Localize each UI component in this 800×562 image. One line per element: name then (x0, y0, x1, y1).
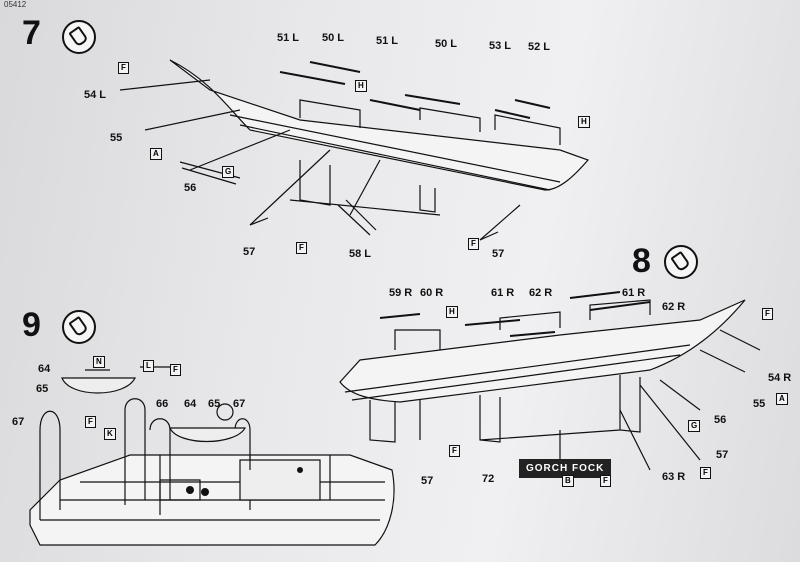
ship-hull-step7 (169, 59, 590, 191)
sprue-tag-h: H (446, 306, 458, 318)
part-label: 56 (184, 182, 197, 194)
sprue-tag-f: F (700, 467, 711, 479)
part-label: 57 (243, 246, 256, 258)
part-label: 64 (184, 398, 197, 410)
sprue-tag-f: F (600, 475, 611, 487)
glue-icon (62, 20, 96, 54)
part-label: 56 (714, 414, 727, 426)
sprue-tag-h: H (355, 80, 367, 92)
part-label: 63 R (662, 471, 686, 483)
sprue-tag-l: L (143, 360, 154, 372)
ship-stand-step8 (369, 375, 641, 443)
sprue-tag-g: G (222, 166, 235, 178)
part-label: 62 R (662, 301, 686, 313)
sprue-tag-n: N (93, 356, 105, 368)
sprue-tag-a: A (150, 148, 162, 160)
part-label: 59 R (389, 287, 413, 299)
part-label: 51 L (376, 35, 399, 47)
part-label: 52 L (528, 41, 551, 53)
part-label: 65 (208, 398, 221, 410)
part-label: 50 L (435, 38, 458, 50)
sprue-tag-f: F (170, 364, 181, 376)
glue-icon (62, 310, 96, 344)
part-label: 65 (36, 383, 49, 395)
sprue-tag-f: F (118, 62, 129, 74)
sprue-tag-b: B (562, 475, 574, 487)
part-label: 67 (12, 416, 25, 428)
part-label: 55 (753, 398, 766, 410)
sprue-tag-f: F (449, 445, 460, 457)
sprue-tag-a: A (776, 393, 788, 405)
part-label: 54 R (768, 372, 792, 384)
ship-hull-step8 (339, 299, 746, 403)
lifeboat-lower (169, 427, 247, 443)
part-label: 57 (716, 449, 729, 461)
sprue-tag-f: F (762, 308, 773, 320)
part-label: 55 (110, 132, 123, 144)
step-number-9: 9 (22, 306, 41, 344)
part-label: 64 (38, 363, 51, 375)
part-label: 72 (482, 473, 495, 485)
lifeboat-upper (61, 377, 136, 394)
sheet-code: 05412 (4, 0, 27, 9)
part-label: 62 R (529, 287, 553, 299)
sprue-tag-h: H (578, 116, 590, 128)
part-label: 54 L (84, 89, 107, 101)
sprue-tag-f: F (296, 242, 307, 254)
part-label: 53 L (489, 40, 512, 52)
part-label: 67 (233, 398, 246, 410)
step-number-8: 8 (632, 242, 651, 280)
part-label: 57 (421, 475, 434, 487)
part-label: 51 L (277, 32, 300, 44)
part-label: 57 (492, 248, 505, 260)
sprue-tag-f: F (85, 416, 96, 428)
sprue-tag-f: F (468, 238, 479, 250)
part-label: 58 L (349, 248, 372, 260)
sprue-tag-g: G (688, 420, 701, 432)
part-label: 66 (156, 398, 169, 410)
part-label: 50 L (322, 32, 345, 44)
glue-icon (664, 245, 698, 279)
ship-stand-step7 (289, 160, 441, 216)
part-label: 61 R (622, 287, 646, 299)
step-number-7: 7 (22, 14, 41, 52)
part-label: 60 R (420, 287, 444, 299)
sprue-tag-k: K (104, 428, 116, 440)
part-label: 61 R (491, 287, 515, 299)
